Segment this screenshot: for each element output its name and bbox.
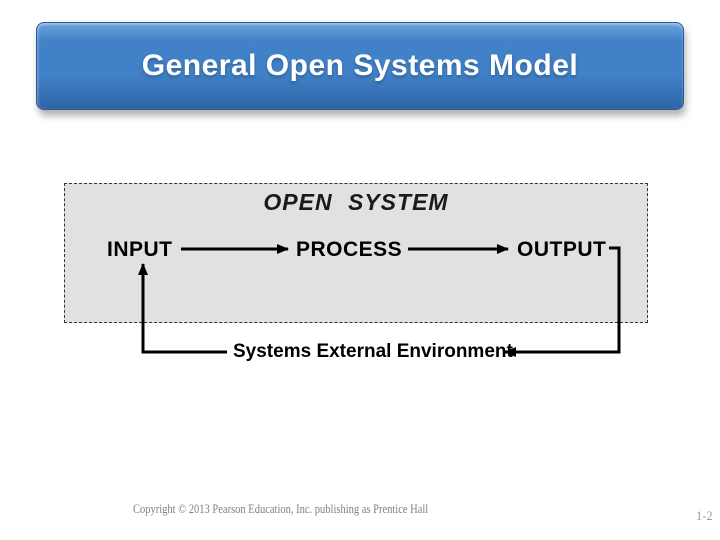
title-banner: General Open Systems Model [36,22,684,110]
page-number: 1-2 [696,509,713,523]
process-node-label: PROCESS [296,238,403,261]
output-node-label: OUTPUT [517,238,607,261]
slide-title: General Open Systems Model [141,49,579,82]
open-system-label: OPEN SYSTEM [263,189,449,215]
copyright-text: Copyright © 2013 Pearson Education, Inc.… [133,502,429,516]
input-node-label: INPUT [107,238,173,261]
feedback-loop-label: Systems External Environment [233,341,513,362]
